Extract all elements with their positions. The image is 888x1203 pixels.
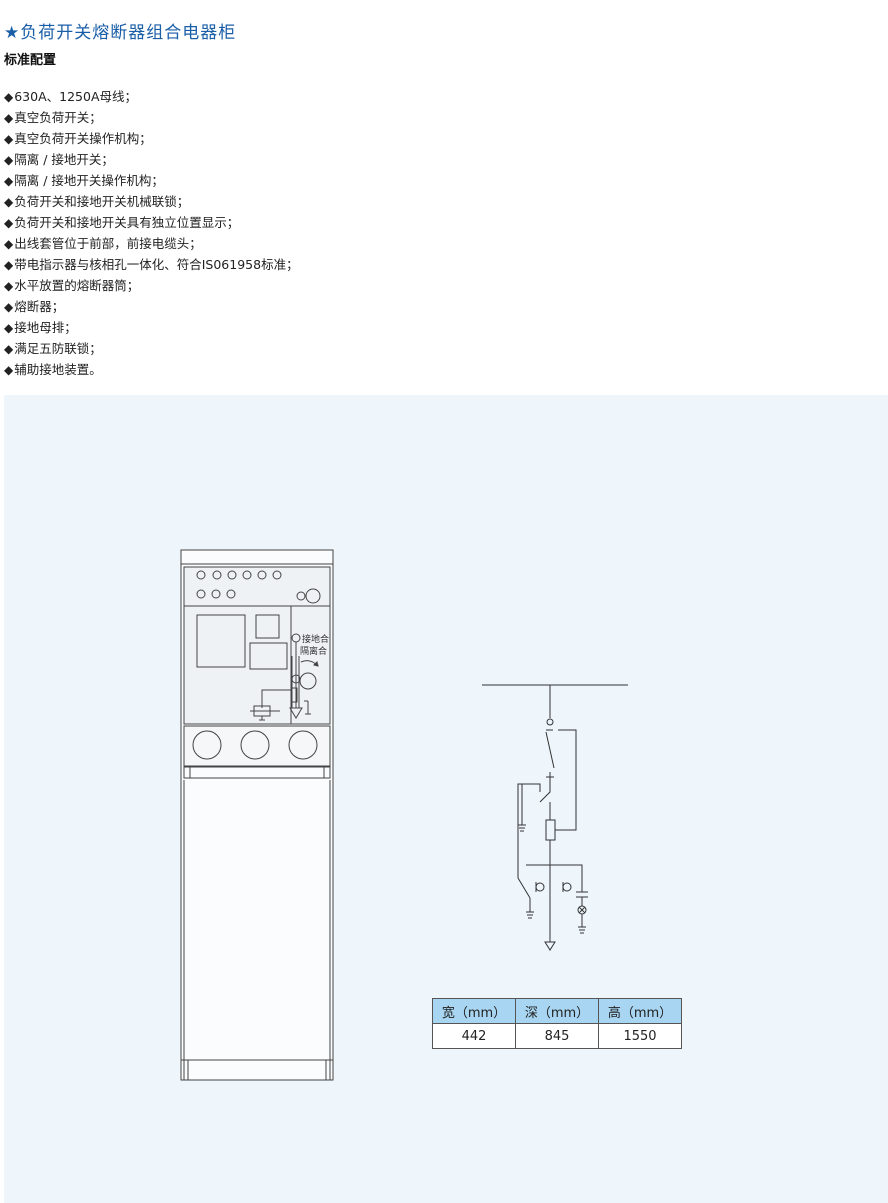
feature-item: ◆带电指示器与核相孔一体化、符合IS061958标准； [4, 257, 299, 272]
diamond-bullet-icon: ◆ [4, 132, 14, 146]
feature-item: ◆满足五防联锁； [4, 341, 102, 356]
diamond-bullet-icon: ◆ [4, 300, 14, 314]
feature-item: ◆出线套管位于前部，前接电缆头； [4, 236, 202, 251]
feature-item: ◆辅助接地装置。 [4, 362, 102, 377]
diamond-bullet-icon: ◆ [4, 90, 14, 104]
cabinet-front-view: 接地合 隔离合 [180, 549, 334, 1081]
height-header: 高（mm） [598, 998, 682, 1024]
width-header: 宽（mm） [432, 998, 516, 1024]
illustration-panel: 接地合 隔离合 [4, 395, 888, 1203]
diamond-bullet-icon: ◆ [4, 174, 14, 188]
earth-closed-label: 接地合 [302, 633, 329, 645]
diamond-bullet-icon: ◆ [4, 111, 14, 125]
feature-item: ◆隔离 / 接地开关； [4, 152, 114, 167]
feature-item: ◆隔离 / 接地开关操作机构； [4, 173, 164, 188]
isolate-closed-label: 隔离合 [300, 645, 327, 657]
diamond-bullet-icon: ◆ [4, 237, 14, 251]
depth-header: 深（mm） [515, 998, 599, 1024]
feature-list: ◆630A、1250A母线； ◆真空负荷开关； ◆真空负荷开关操作机构； ◆隔离… [4, 86, 299, 380]
diamond-bullet-icon: ◆ [4, 363, 14, 377]
width-value: 442 [432, 1023, 516, 1049]
diamond-bullet-icon: ◆ [4, 321, 14, 335]
feature-item: ◆真空负荷开关； [4, 110, 102, 125]
diamond-bullet-icon: ◆ [4, 279, 14, 293]
feature-item: ◆熔断器； [4, 299, 65, 314]
diamond-bullet-icon: ◆ [4, 195, 14, 209]
feature-item: ◆接地母排； [4, 320, 77, 335]
circuit-diagram [482, 684, 628, 951]
table-row: 442 845 1550 [432, 1023, 682, 1049]
diamond-bullet-icon: ◆ [4, 342, 14, 356]
section-subtitle: 标准配置 [4, 53, 57, 68]
height-value: 1550 [598, 1023, 682, 1049]
feature-item: ◆水平放置的熔断器筒； [4, 278, 140, 293]
depth-value: 845 [515, 1023, 599, 1049]
feature-item: ◆真空负荷开关操作机构； [4, 131, 152, 146]
diamond-bullet-icon: ◆ [4, 216, 14, 230]
feature-item: ◆负荷开关和接地开关机械联锁； [4, 194, 190, 209]
diamond-bullet-icon: ◆ [4, 153, 14, 167]
page-title: ★负荷开关熔断器组合电器柜 [4, 23, 237, 43]
feature-item: ◆负荷开关和接地开关具有独立位置显示； [4, 215, 240, 230]
feature-item: ◆630A、1250A母线； [4, 89, 138, 104]
table-header-row: 宽（mm） 深（mm） 高（mm） [432, 998, 682, 1024]
dimensions-table: 宽（mm） 深（mm） 高（mm） 442 845 1550 [432, 998, 682, 1049]
diamond-bullet-icon: ◆ [4, 258, 14, 272]
